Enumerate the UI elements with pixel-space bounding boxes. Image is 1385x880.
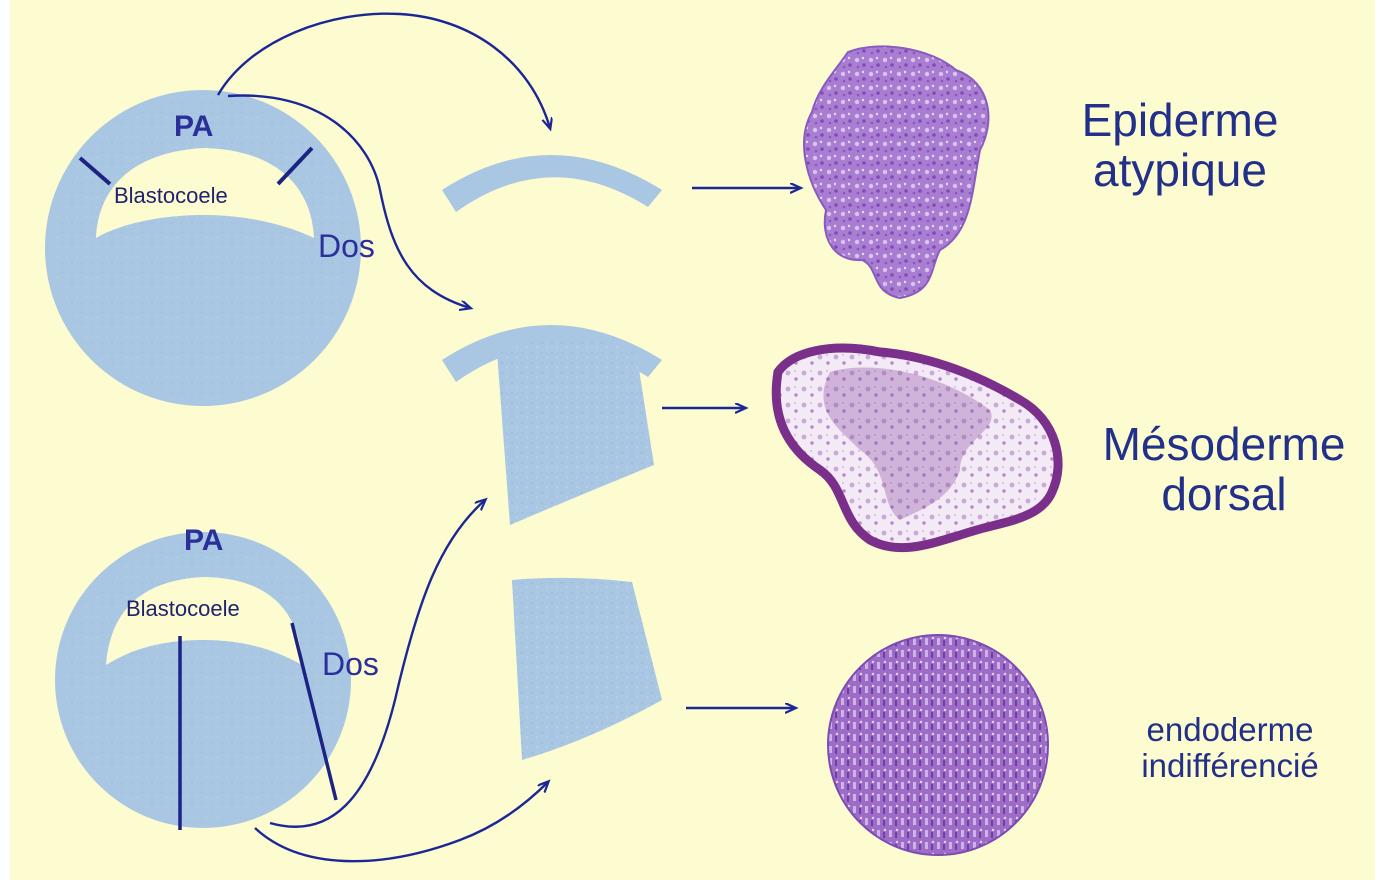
embryo-bottom-blastocoele-label: Blastocoele (126, 596, 240, 622)
result-mesoderme-line1: Mésoderme (1074, 420, 1374, 470)
result-epiderme-label: Epiderme atypique (1050, 96, 1310, 195)
embryo-top-blastocoele-label: Blastocoele (114, 183, 228, 209)
embryo-top-dos-label: Dos (318, 228, 375, 265)
result-endoderme-line1: endoderme (1110, 712, 1350, 748)
result-endoderme-line2: indifférencié (1110, 748, 1350, 784)
embryo-bottom-pa-label: PA (184, 524, 223, 558)
result-endoderme-label: endoderme indifférencié (1110, 712, 1350, 783)
result-mesoderme-label: Mésoderme dorsal (1074, 420, 1374, 519)
embryo-bottom-dos-label: Dos (322, 646, 379, 683)
embryo-bottom (55, 532, 351, 830)
embryo-top-pa-label: PA (174, 110, 213, 144)
result-mesoderme-line2: dorsal (1074, 470, 1374, 520)
result-epiderme-line1: Epiderme (1050, 96, 1310, 146)
histology-endoderme (828, 635, 1048, 855)
result-epiderme-line2: atypique (1050, 146, 1310, 196)
